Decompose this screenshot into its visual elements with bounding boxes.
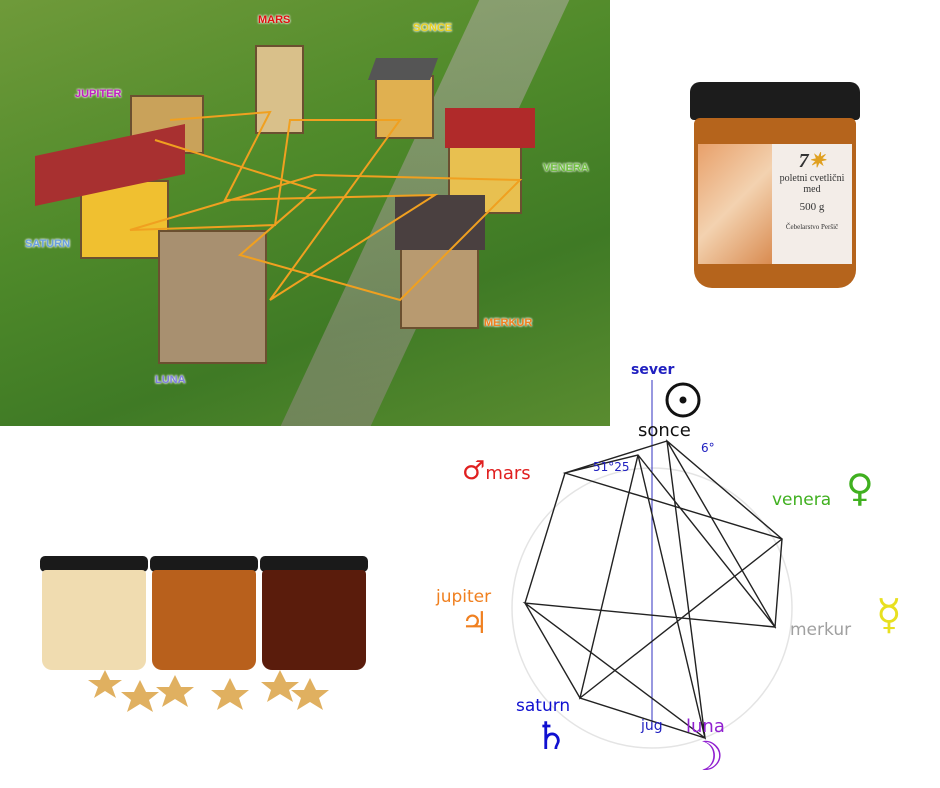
label-mars: ♂mars bbox=[462, 456, 531, 486]
label-line1: poletni cvetlični bbox=[779, 173, 845, 184]
label-sever: sever bbox=[631, 362, 675, 378]
label-angle-51: 51°25 bbox=[593, 460, 630, 474]
label-saturn: saturn bbox=[516, 696, 571, 716]
mars-symbol-icon: ♂ bbox=[462, 456, 486, 486]
jar-label: 7✷ poletni cvetlični med 500 g Čebelarst… bbox=[772, 144, 852, 264]
label-jupiter: jupiter bbox=[436, 587, 492, 607]
jar-lid bbox=[690, 82, 860, 120]
label-number: 7 bbox=[798, 150, 809, 172]
roof bbox=[445, 108, 535, 148]
label-saturn: SATURN bbox=[25, 238, 71, 250]
jar-light bbox=[40, 556, 148, 671]
label-weight: 500 g bbox=[799, 201, 825, 213]
label-venera: venera bbox=[772, 490, 832, 510]
moon-symbol-icon: ☽ bbox=[688, 734, 724, 780]
label-jug: jug bbox=[641, 718, 663, 734]
jupiter-symbol-icon: ♃ bbox=[461, 606, 488, 641]
label-luna: luna bbox=[686, 716, 725, 737]
label-artwork bbox=[698, 144, 772, 264]
heptagram-diagram bbox=[511, 380, 793, 749]
jar-dark bbox=[260, 556, 368, 671]
honey-jar: 7✷ poletni cvetlični med 500 g Čebelarst… bbox=[690, 82, 860, 290]
hive-merkur bbox=[400, 240, 479, 329]
saturn-symbol-icon: ♄ bbox=[534, 714, 569, 758]
label-sonce: SONCE bbox=[413, 22, 453, 34]
roof bbox=[395, 195, 485, 250]
mercury-symbol-icon: ☿ bbox=[876, 590, 902, 639]
star-icon: ✷ bbox=[808, 150, 826, 172]
label-merkur: merkur bbox=[790, 620, 852, 640]
label-angle-6: 6° bbox=[701, 441, 715, 455]
label-luna: LUNA bbox=[155, 374, 186, 386]
hive-luna bbox=[158, 230, 267, 364]
label-venera: VENERA bbox=[543, 162, 589, 174]
star-overlay bbox=[129, 110, 523, 302]
jar-amber bbox=[150, 556, 258, 671]
venus-symbol-icon: ♀ bbox=[846, 466, 874, 510]
wax-stars bbox=[88, 670, 329, 712]
sun-symbol-icon bbox=[665, 382, 701, 418]
label-merkur: MERKUR bbox=[484, 317, 533, 329]
beehive-photo: MARS SONCE JUPITER VENERA SATURN MERKUR … bbox=[0, 0, 610, 426]
label-mars: MARS bbox=[258, 14, 291, 26]
heptagram-lines bbox=[522, 439, 784, 740]
label-producer: Čebelarstvo Peršič bbox=[785, 223, 839, 231]
label-jupiter: JUPITER bbox=[75, 88, 122, 100]
jar-body: 7✷ poletni cvetlični med 500 g Čebelarst… bbox=[694, 118, 856, 288]
label-sonce: sonce bbox=[638, 420, 691, 441]
label-line2: med bbox=[803, 184, 821, 195]
